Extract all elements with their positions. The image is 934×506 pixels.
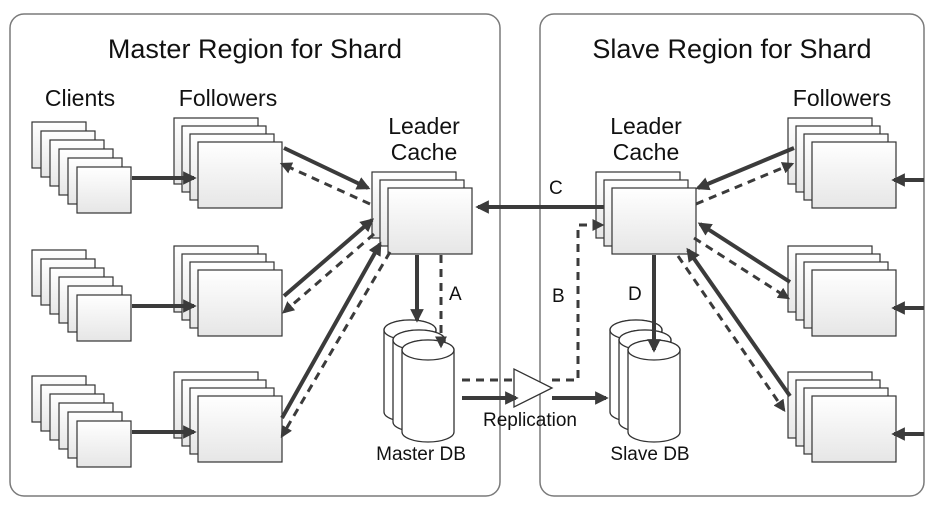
leader-to-follower-dashed-arrow: [695, 162, 795, 206]
leader-to-follower-dashed-arrow: [279, 162, 371, 206]
follower-to-leader-arrow: [697, 222, 792, 284]
flow-label-d: D: [628, 284, 642, 305]
slave-region-title: Slave Region for Shard: [592, 34, 871, 64]
leader-to-follower-dashed-arrow: [676, 255, 786, 412]
flow-b-dashed-arrow: [552, 219, 605, 382]
slave-leader-label-line1: Leader: [610, 113, 682, 139]
client-stack: [31, 249, 132, 342]
master-leader-label-line2: Cache: [391, 139, 457, 165]
leader-to-follower-dashed-arrow: [693, 236, 791, 300]
follower-to-leader-arrow: [282, 218, 375, 298]
flow-label-a: A: [449, 284, 462, 305]
client-stack: [31, 375, 132, 468]
master-follower-stack: [173, 245, 283, 337]
follower-to-leader-arrow: [283, 146, 371, 190]
slave-leader-cache: [595, 171, 697, 255]
leader-cache-card: [611, 187, 697, 255]
client-card: [76, 294, 132, 342]
follower-to-leader-arrow: [280, 241, 382, 419]
slave-db-label: Slave DB: [610, 444, 689, 465]
slave-follower-stack: [787, 245, 897, 337]
client-stack: [31, 121, 132, 214]
slave-follower-stack: [787, 371, 897, 463]
clients-label: Clients: [45, 85, 115, 111]
master-follower-stack: [173, 117, 283, 209]
leader-to-follower-dashed-arrow: [282, 232, 375, 314]
follower-to-leader-arrow: [695, 146, 795, 191]
leader-cache-card: [387, 187, 473, 255]
master-followers-label: Followers: [179, 85, 277, 111]
slave-follower-stack: [787, 117, 897, 209]
master-follower-stack: [173, 371, 283, 463]
follower-card: [197, 141, 283, 209]
master-leader-cache: [371, 171, 473, 255]
follower-card: [811, 141, 897, 209]
follower-card: [811, 395, 897, 463]
database-cylinder-top: [401, 339, 455, 361]
slave-leader-label-line2: Cache: [613, 139, 679, 165]
flow-label-c: C: [549, 178, 563, 199]
master-leader-label-line1: Leader: [388, 113, 460, 139]
replication-label: Replication: [483, 410, 577, 431]
client-card: [76, 420, 132, 468]
master-region-title: Master Region for Shard: [108, 34, 402, 64]
follower-card: [197, 395, 283, 463]
flow-label-b: B: [552, 286, 565, 307]
slave-followers-label: Followers: [793, 85, 891, 111]
replication-amplifier-icon: [513, 367, 554, 409]
client-card: [76, 166, 132, 214]
leader-to-follower-dashed-arrow: [280, 251, 392, 439]
follower-card: [811, 269, 897, 337]
master-db-icon: [383, 319, 455, 443]
slave-db-icon: [609, 319, 681, 443]
follower-to-leader-arrow: [686, 247, 792, 398]
master-db-label: Master DB: [376, 444, 466, 465]
follower-card: [197, 269, 283, 337]
